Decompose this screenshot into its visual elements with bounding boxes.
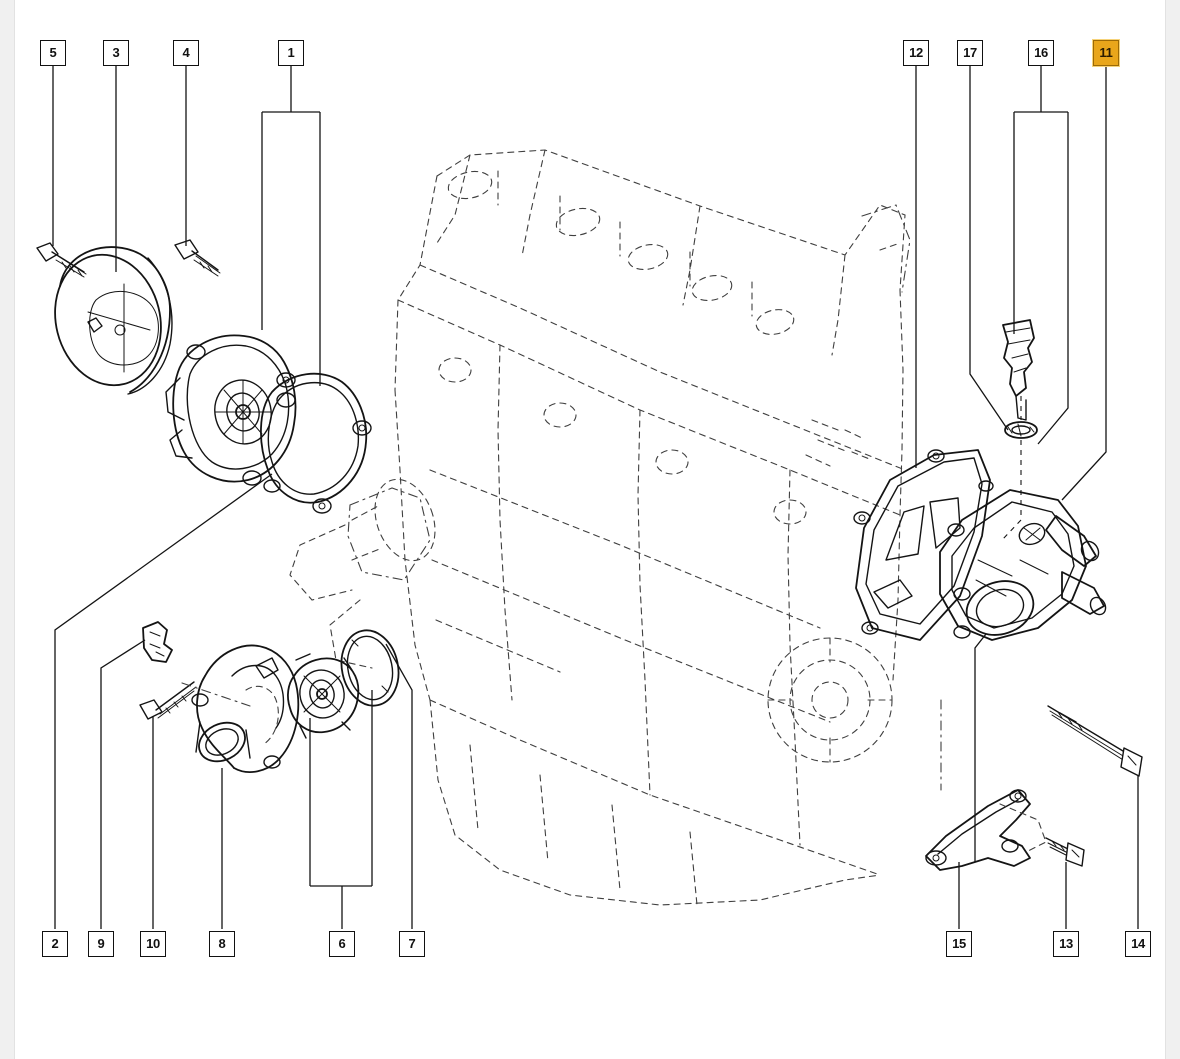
callout-label-11[interactable]: 11 <box>1093 40 1119 66</box>
part-support-bracket <box>925 789 1047 871</box>
callout-label-text: 7 <box>408 936 416 951</box>
part-coolant-temperature-sensor <box>1002 319 1035 421</box>
part-pulley-bolt-left <box>36 242 87 278</box>
part-water-pump-gasket <box>260 372 372 514</box>
clip-install-axis <box>181 682 251 707</box>
callout-label-14[interactable]: 14 <box>1125 931 1151 957</box>
part-thermostat-seal-ring <box>340 629 400 707</box>
leader-9 <box>100 639 146 929</box>
callout-label-10[interactable]: 10 <box>140 931 166 957</box>
callout-label-text: 11 <box>1099 45 1113 60</box>
callout-label-text: 1 <box>287 45 295 60</box>
part-water-pump-pulley-cover <box>54 246 173 395</box>
callout-label-2[interactable]: 2 <box>42 931 68 957</box>
callout-label-text: 15 <box>952 936 966 951</box>
part-outlet-housing-gasket-plate <box>853 449 994 641</box>
callout-label-3[interactable]: 3 <box>103 40 129 66</box>
page-edge-strip-left <box>0 0 15 1059</box>
callout-label-13[interactable]: 13 <box>1053 931 1079 957</box>
callout-label-text: 16 <box>1034 45 1048 60</box>
callout-label-4[interactable]: 4 <box>173 40 199 66</box>
leader-11 <box>1061 66 1107 501</box>
callout-label-text: 13 <box>1059 936 1073 951</box>
callout-label-text: 10 <box>146 936 160 951</box>
part-water-outlet-housing <box>939 489 1107 641</box>
leader-16-right <box>1037 112 1069 445</box>
page-edge-strip-right <box>1165 0 1180 1059</box>
leader-7 <box>385 643 413 929</box>
callout-label-text: 8 <box>218 936 226 951</box>
sensor-install-axis <box>1001 440 1022 541</box>
callout-label-text: 12 <box>909 45 923 60</box>
part-bracket-bolt-short <box>1045 837 1085 867</box>
callout-label-7[interactable]: 7 <box>399 931 425 957</box>
callout-label-1[interactable]: 1 <box>278 40 304 66</box>
callout-label-17[interactable]: 17 <box>957 40 983 66</box>
part-sensor-o-ring <box>1004 421 1038 439</box>
leader-2 <box>54 473 273 929</box>
callout-label-5[interactable]: 5 <box>40 40 66 66</box>
part-housing-bolt <box>139 681 197 720</box>
callout-label-text: 9 <box>97 936 105 951</box>
leader-17 <box>969 66 1009 431</box>
callout-label-text: 17 <box>963 45 977 60</box>
part-water-pump-body <box>165 334 297 486</box>
part-housing-clip <box>142 621 173 663</box>
callout-label-text: 2 <box>51 936 59 951</box>
callout-label-text: 6 <box>338 936 346 951</box>
part-thermostat <box>287 653 360 739</box>
part-thermostat-housing <box>191 644 300 773</box>
callout-label-text: 5 <box>49 45 57 60</box>
callout-label-9[interactable]: 9 <box>88 931 114 957</box>
part-pulley-bolt-upper <box>174 239 221 277</box>
callout-label-text: 14 <box>1131 936 1145 951</box>
callout-label-text: 3 <box>112 45 120 60</box>
engine-block-phantom-outline <box>289 149 911 906</box>
callout-label-text: 4 <box>182 45 190 60</box>
leader-15-b <box>974 633 987 862</box>
callout-label-16[interactable]: 16 <box>1028 40 1054 66</box>
callout-label-6[interactable]: 6 <box>329 931 355 957</box>
part-bracket-bolt-long <box>1047 705 1143 777</box>
leader-lines <box>52 66 1139 929</box>
callout-label-12[interactable]: 12 <box>903 40 929 66</box>
callout-label-8[interactable]: 8 <box>209 931 235 957</box>
callout-label-15[interactable]: 15 <box>946 931 972 957</box>
